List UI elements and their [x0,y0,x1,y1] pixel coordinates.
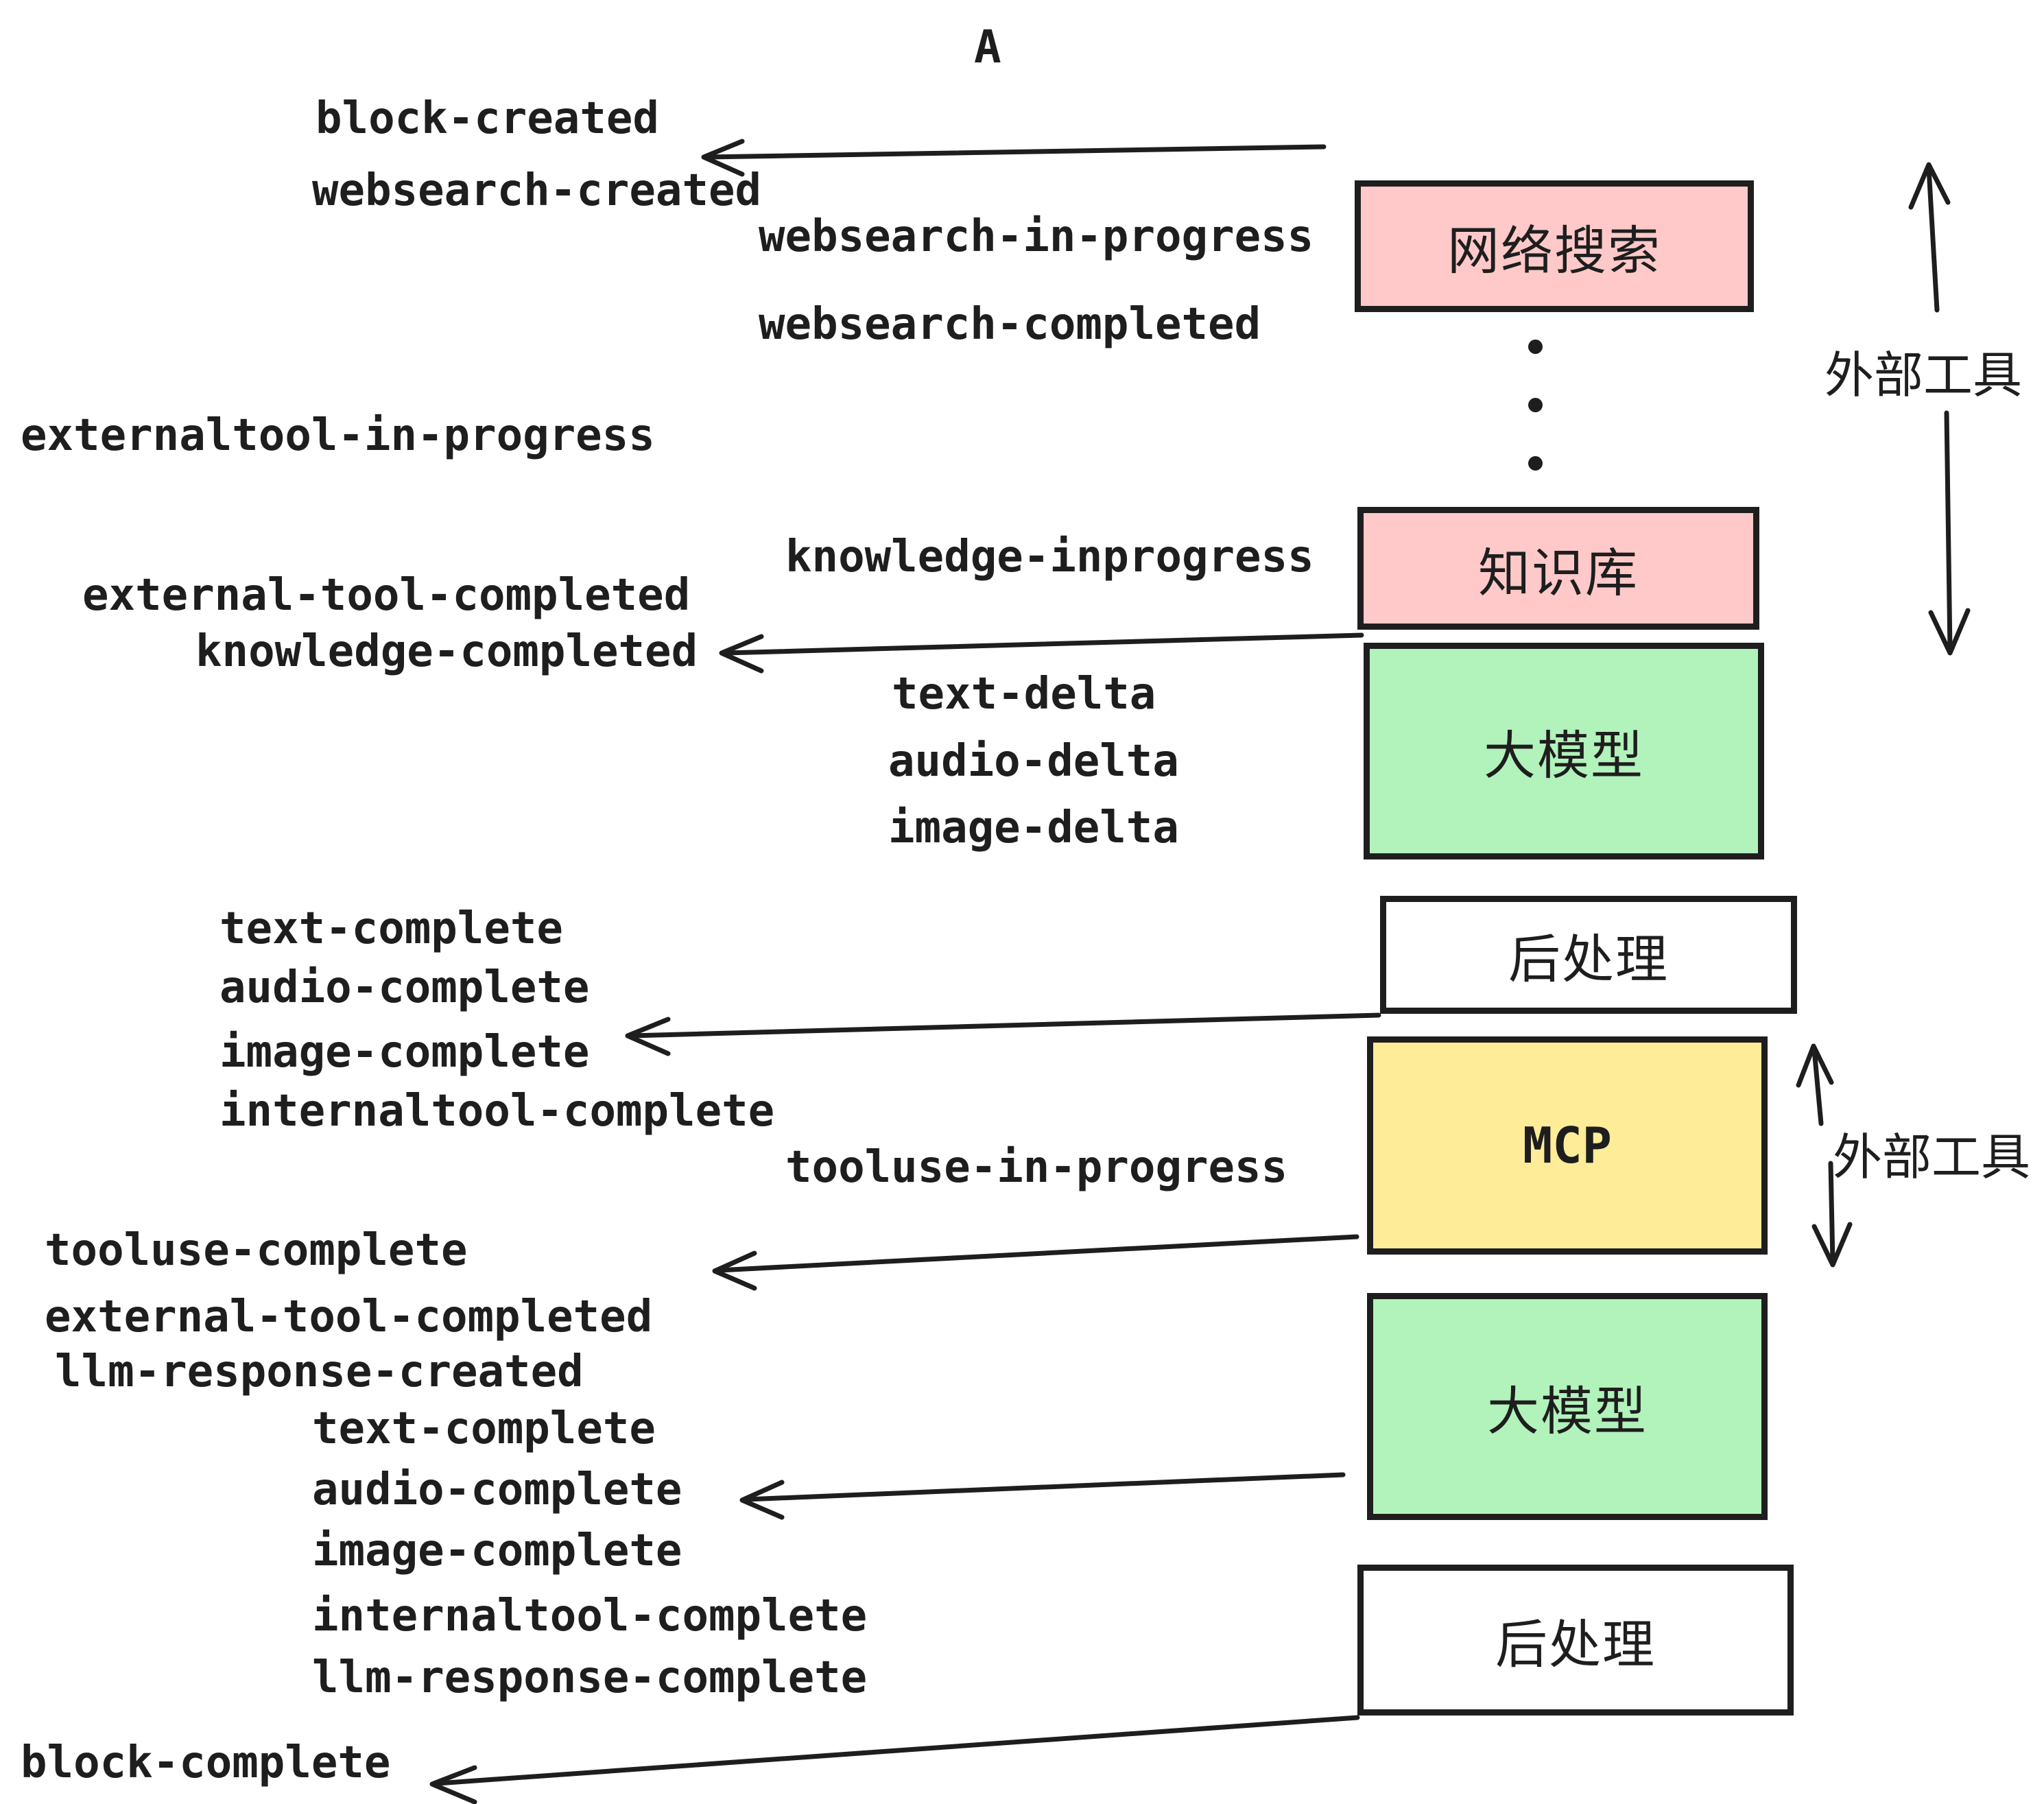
event-label-websearch-created: websearch-created [312,165,762,216]
arrow-knowledge-completed [719,632,1364,674]
arrow-llm-complete [739,1472,1346,1520]
ellipsis-dot [1528,398,1543,412]
arrow-internal-complete [625,1012,1381,1056]
external-tools-down-arrow-1 [1928,410,1971,656]
external-tools-down-arrow-2 [1811,1161,1853,1268]
event-label-audio-complete: audio-complete [219,962,590,1013]
event-label-llm-response-complete: llm-response-complete [312,1652,868,1703]
ellipsis-dot [1528,340,1543,354]
box-knowledge-base: 知识库 [1357,507,1759,630]
box-web-search: 网络搜索 [1355,180,1754,312]
box-postprocess-2: 后处理 [1357,1565,1794,1716]
event-label-llm-response-created: llm-response-created [55,1346,584,1397]
event-label-internaltool-complete-2: internaltool-complete [312,1591,868,1641]
external-tools-label-1: 外部工具 [1825,348,2023,403]
arrow-block-complete [429,1715,1360,1804]
event-label-block-created: block-created [316,93,659,144]
event-label-external-tool-completed: external-tool-completed [82,570,691,621]
event-label-audio-delta: audio-delta [888,736,1179,787]
event-label-text-complete: text-complete [219,903,563,954]
event-label-knowledge-inprogress: knowledge-inprogress [785,532,1314,582]
arrow-block-created [701,139,1327,177]
external-tools-up-arrow-2 [1796,1043,1834,1126]
box-llm-1: 大模型 [1364,643,1764,859]
event-label-block-complete: block-complete [21,1737,391,1788]
box-llm-2: 大模型 [1367,1293,1768,1520]
event-label-tooluse-complete: tooluse-complete [45,1225,468,1276]
event-label-knowledge-completed: knowledge-completed [195,626,698,677]
ellipsis-dot [1528,456,1543,471]
event-label-audio-complete-2: audio-complete [312,1464,682,1515]
box-postprocess-1: 后处理 [1380,896,1797,1014]
event-label-websearch-in-progress: websearch-in-progress [759,211,1314,262]
event-label-image-delta: image-delta [888,803,1179,853]
event-label-externaltool-in-progress: externaltool-in-progress [21,410,655,461]
external-tools-label-2: 外部工具 [1833,1130,2031,1185]
event-label-image-complete: image-complete [219,1027,590,1078]
event-label-external-tool-completed-2: external-tool-completed [45,1292,653,1342]
arrow-tooluse-complete [712,1234,1359,1291]
event-label-image-complete-2: image-complete [312,1526,682,1576]
external-tools-up-arrow-1 [1908,162,1951,313]
event-label-text-delta: text-delta [892,669,1156,720]
event-label-websearch-completed: websearch-completed [759,299,1261,350]
event-label-internaltool-complete: internaltool-complete [219,1086,775,1137]
event-label-tooluse-in-progress: tooluse-in-progress [785,1142,1288,1193]
box-mcp: MCP [1367,1036,1768,1255]
event-label-text-complete-2: text-complete [312,1403,656,1454]
diagram-title: A [974,21,1001,73]
